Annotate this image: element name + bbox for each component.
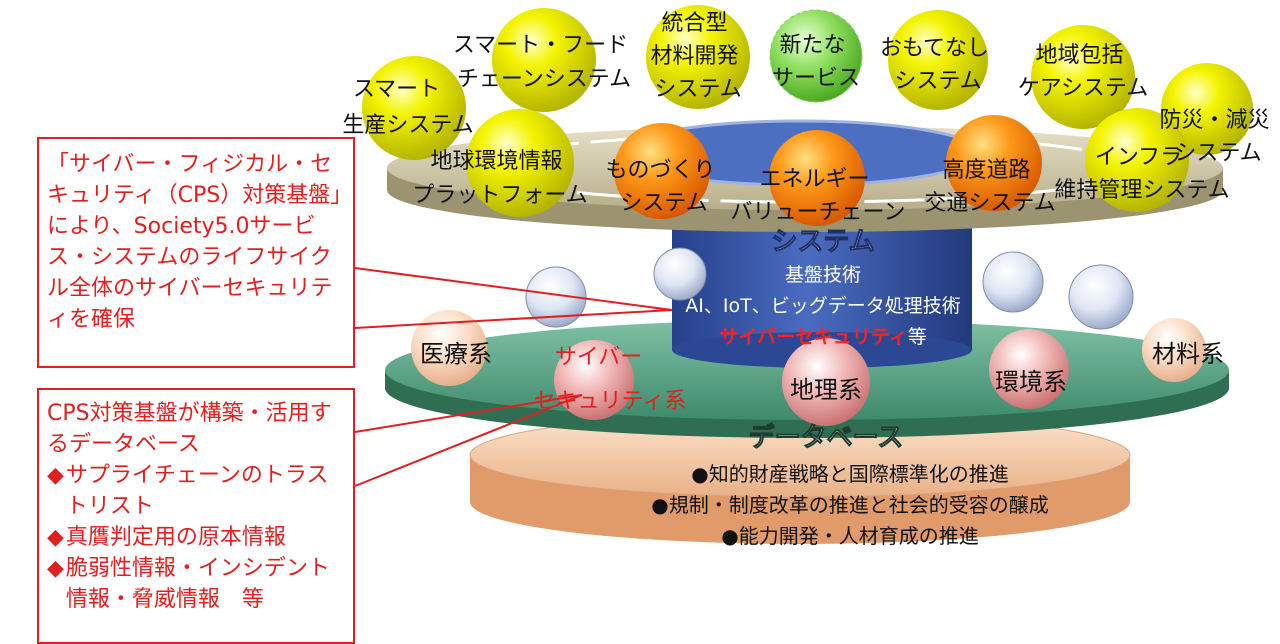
diamond-bullet-icon: ◆ (47, 556, 64, 581)
callout-db-bullet: ◆ サプライチェーンのトラストリスト (47, 460, 347, 522)
callout-cps-pointer (354, 267, 673, 329)
sphere-smart-production (362, 56, 466, 160)
cybersecurity-label: サイバーセキュリティ (719, 326, 907, 348)
cybersecurity-line: サイバーセキュリティ等 (719, 326, 927, 348)
label-cyber: サイバー セキュリティ系 (534, 345, 687, 414)
sphere-geography (782, 338, 870, 426)
callout-db-pointer (354, 394, 583, 487)
sphere-infrastructure (1085, 108, 1189, 212)
callout-db-bullet-text: 脆弱性情報・インシデント情報・脅威情報 等 (65, 556, 330, 612)
callout-db-bullet-text: サプライチェーンのトラストリスト (65, 463, 329, 519)
label-medical: 医療系 (420, 340, 492, 368)
callout-cps: 「サイバー・フィジカル・セキュリティ（CPS）対策基盤」により、Society5… (37, 137, 355, 368)
sphere-environment (989, 329, 1069, 409)
callout-cps-text: 「サイバー・フィジカル・セキュリティ（CPS）対策基盤」により、Society5… (47, 152, 342, 332)
callout-db-intro: CPS対策基盤が構築・活用するデータベース (47, 401, 332, 457)
sphere-medical (411, 310, 487, 386)
sphere-omotenashi (888, 10, 988, 110)
label-monozukuri: ものづくり システム (605, 158, 722, 216)
sphere-materials (1142, 318, 1206, 382)
callout-db-bullet: ◆ 真贋判定用の原本情報 (47, 522, 347, 553)
label-geography: 地理系 (790, 376, 862, 404)
system-label: システム (771, 227, 874, 257)
policy-item-regulation: ●規制・制度改革の推進と社会的受容の醸成 (651, 493, 1048, 517)
base-tech-label: 基盤技術 (785, 264, 861, 286)
sphere-small-1 (653, 247, 707, 301)
sphere-materials-dev (646, 5, 750, 109)
label-new-service: 新たな サービス (772, 33, 860, 91)
sphere-disaster (1161, 63, 1253, 155)
label-materials: 材料系 (1152, 340, 1224, 368)
sphere-new-service (769, 9, 863, 103)
sphere-road-transport (946, 115, 1042, 211)
label-smart-production: スマート 生産システム (342, 77, 473, 138)
label-earth-env: 地球環境情報 プラットフォーム (412, 149, 587, 208)
callout-db-bullet-text: 真贋判定用の原本情報 (65, 525, 286, 550)
sphere-small-3 (982, 251, 1044, 313)
callout-db-bullet: ◆ 脆弱性情報・インシデント情報・脅威情報 等 (47, 553, 347, 615)
database-label: データベース (749, 422, 904, 453)
label-road-transport: 高度道路 交通システム (924, 158, 1055, 216)
tech-list-label: AI、IoT、ビッグデータ処理技術 (685, 295, 960, 317)
label-materials-dev: 統合型 材料開発 システム (650, 11, 745, 102)
label-energy: エネルギー バリューチェーン (731, 167, 906, 225)
sphere-smart-food (492, 8, 596, 112)
sphere-small-2 (525, 266, 587, 328)
label-community-care: 地域包括 ケアシステム (1018, 43, 1148, 101)
sphere-energy (769, 130, 865, 226)
policy-item-hr: ●能力開発・人材育成の推進 (721, 524, 978, 548)
callout-database: CPS対策基盤が構築・活用するデータベース ◆ サプライチェーンのトラストリスト… (37, 388, 355, 644)
sphere-community-care (1031, 25, 1135, 129)
label-smart-food: スマート・フード チェーンシステム (453, 33, 635, 92)
sphere-cyber (554, 340, 634, 420)
diamond-bullet-icon: ◆ (47, 463, 64, 488)
sphere-monozukuri (614, 123, 710, 219)
label-omotenashi: おもてなし システム (880, 36, 996, 94)
etc-label: 等 (908, 326, 927, 348)
sphere-earth-env (466, 109, 574, 217)
label-environment: 環境系 (995, 368, 1067, 396)
label-infrastructure: インフラ 維持管理システム (1054, 145, 1229, 203)
label-disaster: 防災・減災 システム (1159, 108, 1276, 166)
sphere-small-4 (1068, 264, 1134, 330)
diamond-bullet-icon: ◆ (47, 525, 64, 550)
policy-item-ip: ●知的財産戦略と国際標準化の推進 (691, 462, 1008, 486)
